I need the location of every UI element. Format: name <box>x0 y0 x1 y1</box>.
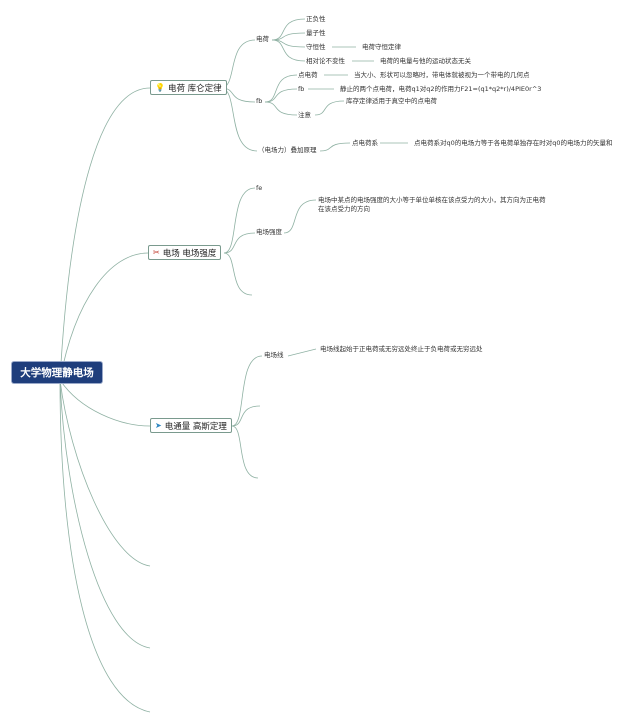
node-field-strength[interactable]: 电场强度 <box>256 228 282 236</box>
node-quantization[interactable]: 量子性 <box>306 29 326 37</box>
link-t2-fe <box>223 187 256 254</box>
node-fe[interactable]: fe <box>256 184 263 192</box>
link-root-topic2 <box>59 252 149 381</box>
node-note-desc[interactable]: 库存定律适用于真空中的点电荷 <box>346 97 437 105</box>
node-field-line-desc[interactable]: 电场线起始于正电荷或无穷远处终止于负电荷或无穷远处 <box>320 345 483 353</box>
root-label: 大学物理静电场 <box>20 367 94 379</box>
link-t2-empty <box>223 252 253 296</box>
node-superposition[interactable]: （电场力）叠加原理 <box>258 146 317 154</box>
link-note <box>314 100 345 116</box>
node-point-charge[interactable]: 点电荷 <box>298 71 318 79</box>
link-t1-superposition <box>220 87 258 152</box>
link-fb-3 <box>264 101 298 116</box>
root-topic[interactable]: 大学物理静电场 <box>12 362 102 383</box>
link-t3-empty2 <box>231 425 259 479</box>
node-coulomb-desc[interactable]: 静止的两个点电荷，电荷q1对q2的作用力F21=(q1*q2*r)/4PIE0r… <box>340 85 542 93</box>
link-fl-desc <box>287 348 317 357</box>
node-fb2[interactable]: fb <box>298 85 305 93</box>
node-pos-neg[interactable]: 正负性 <box>306 15 326 23</box>
node-relativistic-desc[interactable]: 电荷的电量与他的运动状态无关 <box>380 57 471 65</box>
link-root-empty2 <box>59 379 151 649</box>
link-fb-1 <box>264 74 298 103</box>
topic-flux-gauss[interactable]: ➤ 电通量 高斯定理 <box>150 418 232 433</box>
topic-label: 电荷 库仑定律 <box>167 83 222 94</box>
link-root-topic3 <box>59 379 151 427</box>
link-fb-2 <box>264 88 298 103</box>
node-conservation[interactable]: 守恒性 <box>306 43 326 51</box>
link-t3-empty1 <box>231 405 261 427</box>
topic-label: 电场 电场强度 <box>162 248 217 259</box>
node-fb[interactable]: fb <box>256 97 263 105</box>
link-charge-4 <box>271 39 306 62</box>
link-root-empty3 <box>59 379 151 713</box>
node-point-system[interactable]: 点电荷系 <box>352 139 378 147</box>
link-t2-fs <box>223 232 256 254</box>
link-t3-fl <box>231 355 263 427</box>
lightbulb-icon: 💡 <box>155 82 165 92</box>
link-root-empty1 <box>59 379 151 567</box>
tools-icon: ✂ <box>153 247 160 257</box>
link-charge-1 <box>271 18 306 41</box>
topic-electric-field[interactable]: ✂ 电场 电场强度 <box>148 245 222 260</box>
node-field-strength-desc[interactable]: 电场中某点的电场强度的大小等于单位单核在该点受力的大小，其方向为正电荷在该点受力… <box>318 196 546 213</box>
node-relativistic[interactable]: 相对论不变性 <box>306 57 345 65</box>
paper-plane-icon: ➤ <box>155 420 162 430</box>
link-root-topic1 <box>59 87 151 381</box>
node-note[interactable]: 注意 <box>298 111 311 119</box>
topic-label: 电通量 高斯定理 <box>164 421 227 432</box>
topic-charge-coulomb[interactable]: 💡 电荷 库仑定律 <box>150 80 227 95</box>
node-point-system-desc[interactable]: 点电荷系对q0的电场力等于各电荷单独存在时对q0的电场力的矢量和 <box>414 139 613 147</box>
node-conservation-law[interactable]: 电荷守恒定律 <box>362 43 401 51</box>
link-sup <box>319 142 351 152</box>
node-point-charge-desc[interactable]: 当大小、形状可以忽略时，带电体就被视为一个带电的几何点 <box>354 71 530 79</box>
link-fs-desc <box>283 199 317 234</box>
node-charge[interactable]: 电荷 <box>256 35 269 43</box>
node-field-line[interactable]: 电场线 <box>264 351 284 359</box>
